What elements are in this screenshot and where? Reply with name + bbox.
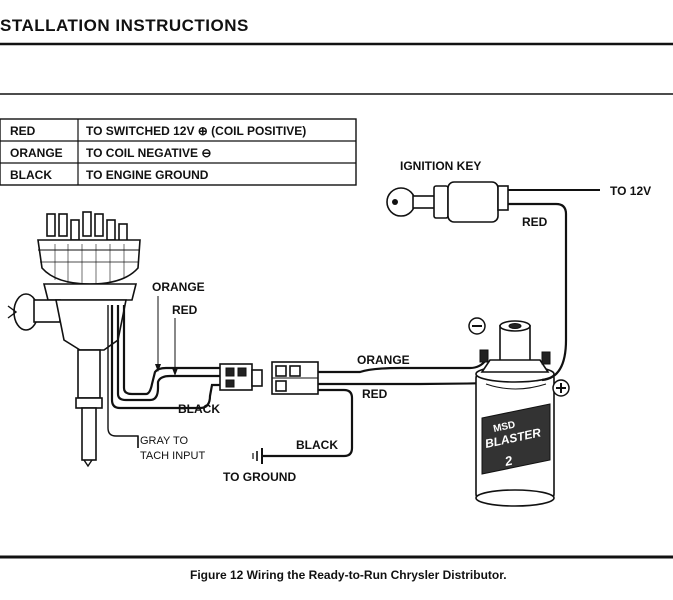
ignition-key-icon (386, 187, 416, 217)
coil-number-text: 2 (503, 453, 515, 470)
ignition-key-switch (386, 181, 600, 382)
tach-input-label: TACH INPUT (140, 450, 205, 462)
ground-black-label: BLACK (296, 438, 338, 452)
distributor (7, 211, 141, 468)
distributor-harness (107, 296, 222, 448)
to-12v-label: TO 12V (610, 184, 651, 198)
figure-caption: Figure 12 Wiring the Ready-to-Run Chrysl… (190, 568, 507, 582)
ignition-key-label: IGNITION KEY (400, 159, 481, 173)
distributor-red-label: RED (172, 303, 198, 317)
ignition-coil: MSD BLASTER 2 (468, 317, 570, 507)
legend-connection-orange: TO COIL NEGATIVE ⊖ (86, 146, 211, 160)
legend-color-orange: ORANGE (10, 146, 63, 160)
legend-connection-red: TO SWITCHED 12V ⊕ (COIL POSITIVE) (86, 124, 306, 138)
wire-color-legend-table: RED TO SWITCHED 12V ⊕ (COIL POSITIVE) OR… (0, 118, 357, 186)
distributor-black-label: BLACK (178, 402, 220, 416)
coil-brand-text: MSD (492, 420, 516, 435)
to-ground-label: TO GROUND (223, 470, 296, 484)
legend-color-black: BLACK (10, 168, 52, 182)
gray-to-label: GRAY TO (140, 435, 189, 447)
wire-connector (219, 361, 319, 395)
key-red-wire-label: RED (522, 215, 548, 229)
legend-color-red: RED (10, 124, 36, 138)
legend-connection-black: TO ENGINE GROUND (86, 168, 209, 182)
coil-red-label: RED (362, 387, 388, 401)
coil-orange-label: ORANGE (357, 353, 410, 367)
section-header-title: STALLATION INSTRUCTIONS (0, 16, 249, 35)
distributor-orange-label: ORANGE (152, 280, 205, 294)
